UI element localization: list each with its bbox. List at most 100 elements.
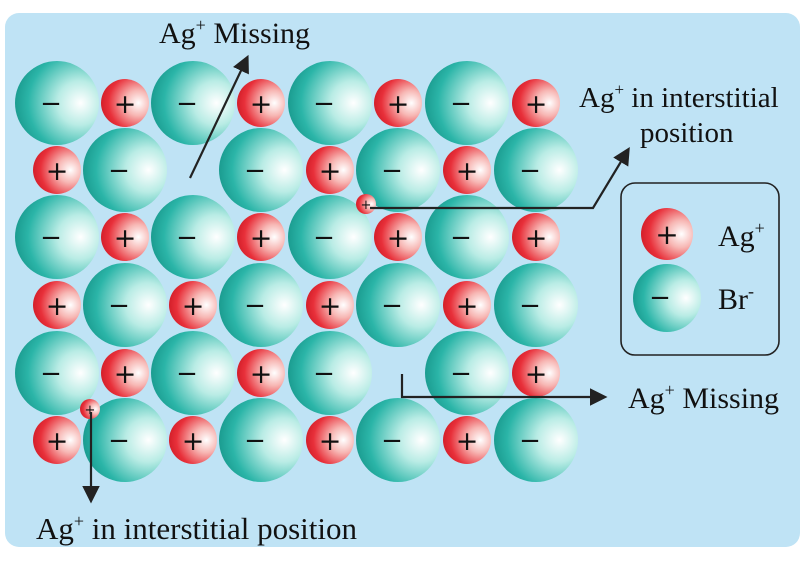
anion-symbol: − (244, 156, 266, 186)
anion-symbol: − (381, 291, 403, 321)
bromide-ion (288, 61, 372, 145)
bromide-ion (356, 263, 440, 347)
annotation-arrows (82, 54, 630, 504)
legend-box (620, 182, 780, 356)
anion-symbol: − (381, 426, 403, 456)
cation-symbol: + (319, 291, 342, 322)
cation-symbol: + (387, 223, 410, 254)
top-missing-arrow (189, 54, 249, 179)
cation-symbol: + (525, 359, 548, 390)
silver-ion (512, 349, 560, 397)
bromide-ion (288, 195, 372, 279)
silver-ion (237, 79, 285, 127)
bottom-missing-label: Ag+ Missing (628, 380, 779, 415)
silver-ion (512, 213, 560, 261)
legend-cation-symbol: + (655, 218, 678, 251)
interstitial-cation-symbol: + (361, 198, 372, 213)
silver-ion (237, 213, 285, 261)
anion-symbol: − (108, 291, 130, 321)
bromide-ion (151, 61, 235, 145)
bromide-ion (15, 331, 99, 415)
interstitial-cation-symbol: + (85, 403, 96, 418)
cation-symbol: + (387, 89, 410, 120)
cation-symbol: + (525, 89, 548, 120)
anion-symbol: − (450, 89, 472, 119)
cation-symbol: + (114, 223, 137, 254)
bromide-ion (425, 331, 509, 415)
cation-symbol: + (456, 156, 479, 187)
silver-ion (443, 281, 491, 329)
cation-symbol: + (319, 426, 342, 457)
legend: + Ag+ − Br- (620, 182, 780, 356)
silver-ion (512, 79, 560, 127)
anion-symbol: − (519, 426, 541, 456)
silver-ion (306, 281, 354, 329)
cation-symbol: + (250, 223, 273, 254)
bromide-ion (83, 398, 167, 482)
cation-symbol: + (46, 156, 69, 187)
silver-ion (101, 213, 149, 261)
silver-ion (443, 146, 491, 194)
legend-cation-label: Ag+ (718, 218, 765, 253)
cation-symbol: + (525, 223, 548, 254)
anion-symbol: − (108, 156, 130, 186)
anion-symbol: − (176, 359, 198, 389)
bromide-ion (356, 398, 440, 482)
cation-symbol: + (182, 291, 205, 322)
cation-symbol: + (250, 359, 273, 390)
anion-symbol: − (244, 426, 266, 456)
silver-ion (237, 349, 285, 397)
bromide-ion (15, 61, 99, 145)
anion-symbol: − (40, 89, 62, 119)
bromide-ion (83, 263, 167, 347)
bottom-missing-arrow (400, 374, 608, 406)
interstitial-right-label-line2: position (640, 117, 734, 149)
cation-symbol: + (182, 426, 205, 457)
anion-symbol: − (381, 156, 403, 186)
bromide-ion (219, 128, 303, 212)
silver-ion (374, 213, 422, 261)
interstitial-right-arrow (370, 146, 630, 210)
anion-symbol: − (108, 426, 130, 456)
silver-ion (443, 416, 491, 464)
silver-ion (306, 416, 354, 464)
silver-ion (101, 349, 149, 397)
legend-anion-label: Br- (718, 281, 754, 316)
bromide-ion (219, 398, 303, 482)
anion-symbol: − (313, 359, 335, 389)
silver-ion (33, 146, 81, 194)
legend-cation-swatch (641, 208, 693, 260)
cation-symbol: + (46, 291, 69, 322)
silver-ion (374, 79, 422, 127)
top-missing-label: Ag+ Missing (159, 15, 310, 50)
bromide-ion (494, 398, 578, 482)
bromide-ion (288, 331, 372, 415)
interstitial-bottom-label: Ag+ in interstitial position (36, 511, 358, 546)
bromide-ion (151, 331, 235, 415)
anion-symbol: − (176, 223, 198, 253)
silver-ion (169, 281, 217, 329)
bromide-ion (83, 128, 167, 212)
silver-ion (169, 416, 217, 464)
cation-symbol: + (319, 156, 342, 187)
cation-symbol: + (114, 359, 137, 390)
silver-ion (33, 416, 81, 464)
legend-anion-swatch (633, 264, 701, 332)
bromide-ion (425, 61, 509, 145)
cation-symbol: + (456, 426, 479, 457)
cation-symbol: + (114, 89, 137, 120)
silver-ion (33, 281, 81, 329)
anion-symbol: − (40, 223, 62, 253)
bromide-ion (494, 263, 578, 347)
bromide-ion (151, 195, 235, 279)
bromide-ion (494, 128, 578, 212)
ion-lattice: −−−−−−−−−−−−−−−−−−−−−−−−++++++++++++++++… (15, 61, 578, 482)
anion-symbol: − (313, 223, 335, 253)
bromide-ion (219, 263, 303, 347)
bromide-ion (356, 128, 440, 212)
silver-ion (306, 146, 354, 194)
bromide-ion (425, 195, 509, 279)
interstitial-right-label: Ag+ in interstitial (579, 80, 779, 114)
anion-symbol: − (519, 291, 541, 321)
